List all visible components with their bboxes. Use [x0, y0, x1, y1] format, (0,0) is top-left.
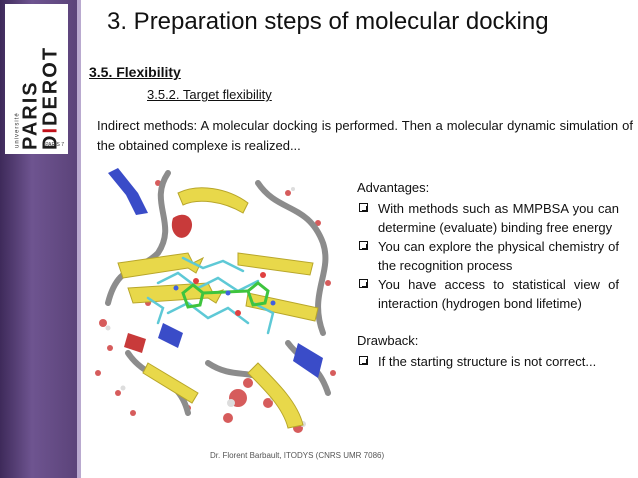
slide-footer: Dr. Florent Barbault, ITODYS (CNRS UMR 7… [210, 451, 385, 460]
logo-paris-text: PARIS [18, 80, 41, 150]
logo-paris7-text: PARIS 7 [45, 142, 64, 148]
advantage-text: You can explore the physical chemistry o… [378, 239, 619, 273]
list-item: With methods such as MMPBSA you can dete… [357, 199, 619, 237]
subsection-heading: 3.5.2. Target flexibility [147, 87, 272, 102]
advantages-heading: Advantages: [357, 180, 430, 195]
advantage-text: With methods such as MMPBSA you can dete… [378, 201, 619, 235]
checkbox-bullet-icon [359, 356, 368, 365]
sidebar-edge [77, 0, 81, 478]
drawback-heading: Drawback: [357, 333, 419, 348]
advantages-panel: Advantages: With methods such as MMPBSA … [357, 178, 619, 371]
logo-diderot-text: DIDEROT [38, 45, 61, 150]
slide-title: 3. Preparation steps of molecular dockin… [107, 8, 549, 35]
protein-structure-image [95, 168, 336, 433]
section-heading: 3.5. Flexibility [89, 64, 181, 80]
intro-paragraph: Indirect methods: A molecular docking is… [97, 118, 633, 153]
checkbox-bullet-icon [359, 279, 368, 288]
drawbacks-list: If the starting structure is not correct… [357, 352, 619, 371]
advantages-list: With methods such as MMPBSA you can dete… [357, 199, 619, 313]
list-item: You have access to statistical view of i… [357, 275, 619, 313]
drawback-text: If the starting structure is not correct… [378, 354, 597, 369]
checkbox-bullet-icon [359, 241, 368, 250]
checkbox-bullet-icon [359, 203, 368, 212]
advantage-text: You have access to statistical view of i… [378, 277, 619, 311]
list-item: You can explore the physical chemistry o… [357, 237, 619, 275]
university-logo: université PARIS DIDEROT PARIS 7 [5, 4, 68, 154]
list-item: If the starting structure is not correct… [357, 352, 619, 371]
